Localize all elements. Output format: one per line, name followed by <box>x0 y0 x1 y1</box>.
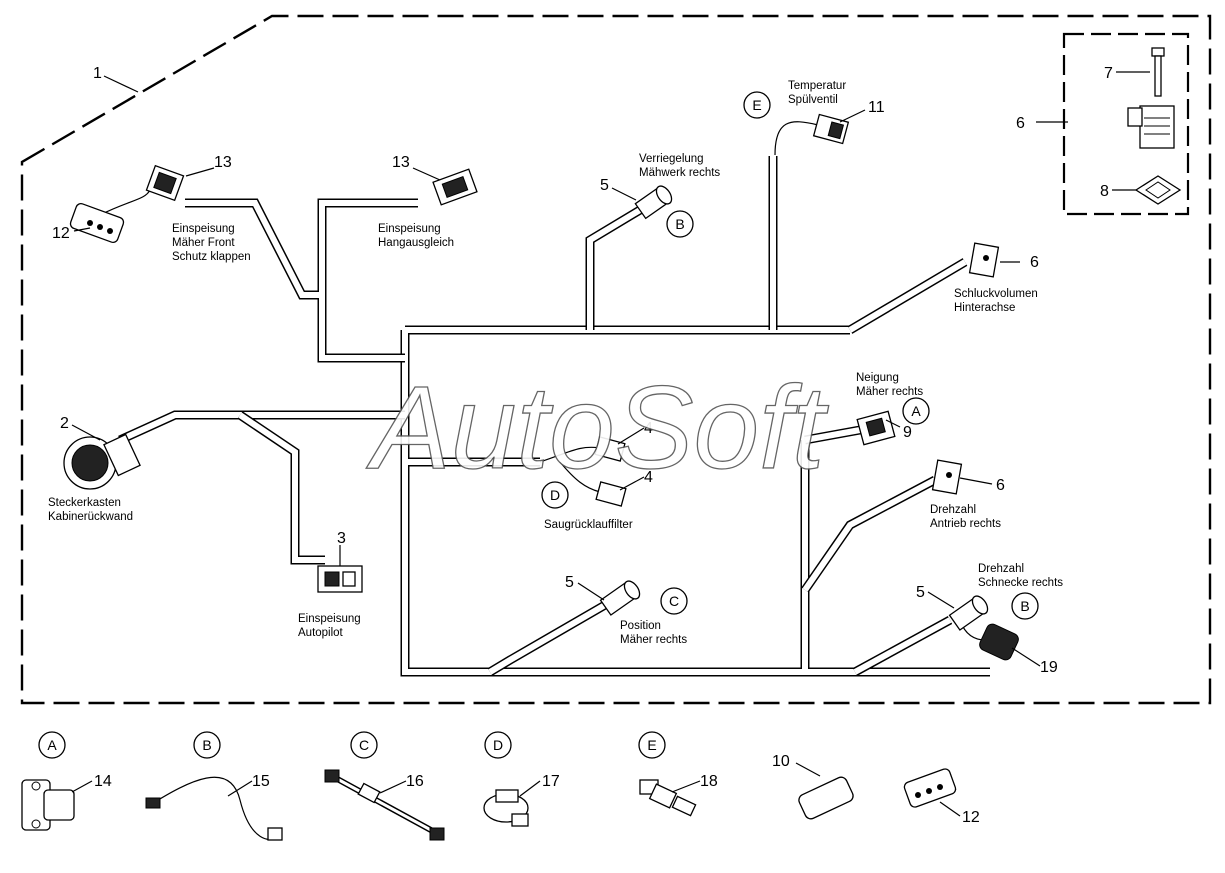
label-dreh-schnecke-1: Drehzahl <box>978 563 1024 575</box>
sensor-6-schluck <box>968 242 1000 278</box>
part-15 <box>145 776 283 841</box>
label-auto-2: Autopilot <box>298 627 344 639</box>
part-17 <box>483 789 529 827</box>
callout-6-schluck: 6 <box>1030 254 1039 271</box>
leader-lines <box>71 71 1150 817</box>
watermark: AutoSoft <box>366 362 829 494</box>
label-front-2: Mäher Front <box>172 237 235 249</box>
part-12-bottom <box>903 768 957 808</box>
label-front-3: Schutz klappen <box>172 251 251 263</box>
callout-17: 17 <box>542 773 560 790</box>
label-verr-1: Verriegelung <box>639 153 704 165</box>
label-dreh-antrieb-2: Antrieb rechts <box>930 518 1001 530</box>
callout-8: 8 <box>1100 183 1109 200</box>
connector-9 <box>856 410 896 446</box>
callout-13-left: 13 <box>214 154 232 171</box>
label-front-1: Einspeisung <box>172 223 235 235</box>
label-neig-1: Neigung <box>856 372 899 384</box>
callout-10: 10 <box>772 753 790 770</box>
callout-14: 14 <box>94 773 112 790</box>
label-temp-2: Spülventil <box>788 94 838 106</box>
callout-5-position: 5 <box>565 574 574 591</box>
label-steck-1: Steckerkasten <box>48 497 121 509</box>
cable-saugfilter <box>539 446 601 493</box>
sensor-4-upper <box>594 436 626 462</box>
harness-wires <box>118 156 990 677</box>
callout-5-schnecke: 5 <box>916 584 925 601</box>
label-dreh-schnecke-2: Schnecke rechts <box>978 577 1063 589</box>
callout-3: 3 <box>337 530 346 547</box>
part-16 <box>324 769 445 841</box>
label-schluck-2: Hinterachse <box>954 302 1015 314</box>
callout-5-top: 5 <box>600 177 609 194</box>
letter-markers <box>38 91 1039 759</box>
callout-11: 11 <box>868 99 885 116</box>
label-pos-1: Position <box>620 620 661 632</box>
callout-2: 2 <box>60 415 69 432</box>
callout-4-upper: 4 <box>644 420 653 437</box>
detail-8-seal <box>1134 175 1182 205</box>
part-14 <box>21 779 75 831</box>
label-dreh-antrieb-1: Drehzahl <box>930 504 976 516</box>
callout-12-top: 12 <box>52 225 70 242</box>
connector-13-right <box>432 168 478 206</box>
label-pos-2: Mäher rechts <box>620 634 687 646</box>
callout-13-right: 13 <box>392 154 410 171</box>
label-hang-1: Einspeisung <box>378 223 441 235</box>
plug-2 <box>63 433 141 490</box>
callout-1: 1 <box>93 65 102 82</box>
letter-E2: E <box>647 737 656 753</box>
callout-4-lower: 4 <box>644 469 653 486</box>
letter-C2: C <box>359 737 369 753</box>
detail-6-sensor <box>1127 105 1175 149</box>
callout-7: 7 <box>1104 65 1113 82</box>
letter-D2: D <box>493 737 503 753</box>
sensor-4-lower <box>595 481 627 507</box>
letter-B1: B <box>675 216 684 232</box>
letter-A1: A <box>911 403 921 419</box>
label-hang-2: Hangausgleich <box>378 237 454 249</box>
label-neig-2: Mäher rechts <box>856 386 923 398</box>
letter-A2: A <box>47 737 57 753</box>
connector-11 <box>812 113 850 145</box>
sensor-5-schnecke <box>948 595 989 631</box>
label-steck-2: Kabinerückwand <box>48 511 133 523</box>
letter-D1: D <box>550 487 560 503</box>
part-18 <box>639 779 697 817</box>
sensor-5-top <box>634 185 673 220</box>
connector-19 <box>979 623 1019 661</box>
callout-12-bottom: 12 <box>962 809 980 826</box>
letter-B3: B <box>202 737 211 753</box>
letter-C1: C <box>669 593 679 609</box>
label-verr-2: Mähwerk rechts <box>639 167 720 179</box>
label-temp-1: Temperatur <box>788 80 846 92</box>
part-10 <box>798 776 854 820</box>
sensor-6-antrieb <box>931 459 963 495</box>
detail-box-outline <box>1062 32 1190 216</box>
callout-6-antrieb: 6 <box>996 477 1005 494</box>
letter-E1: E <box>752 97 761 113</box>
connector-3 <box>317 565 363 593</box>
callout-9: 9 <box>903 424 912 441</box>
callout-19: 19 <box>1040 659 1058 676</box>
detail-7-bolt <box>1151 47 1165 97</box>
letter-B2: B <box>1020 598 1029 614</box>
label-auto-1: Einspeisung <box>298 613 361 625</box>
callout-16: 16 <box>406 773 424 790</box>
callout-15: 15 <box>252 773 270 790</box>
harness-boundary-outline <box>20 14 1212 705</box>
callout-18: 18 <box>700 773 718 790</box>
label-schluck-1: Schluckvolumen <box>954 288 1038 300</box>
callout-6-detail: 6 <box>1016 115 1025 132</box>
connector-12-top <box>69 202 125 244</box>
connector-13-left <box>145 164 185 202</box>
sensor-5-position <box>599 580 641 616</box>
label-saug: Saugrücklauffilter <box>544 519 633 531</box>
